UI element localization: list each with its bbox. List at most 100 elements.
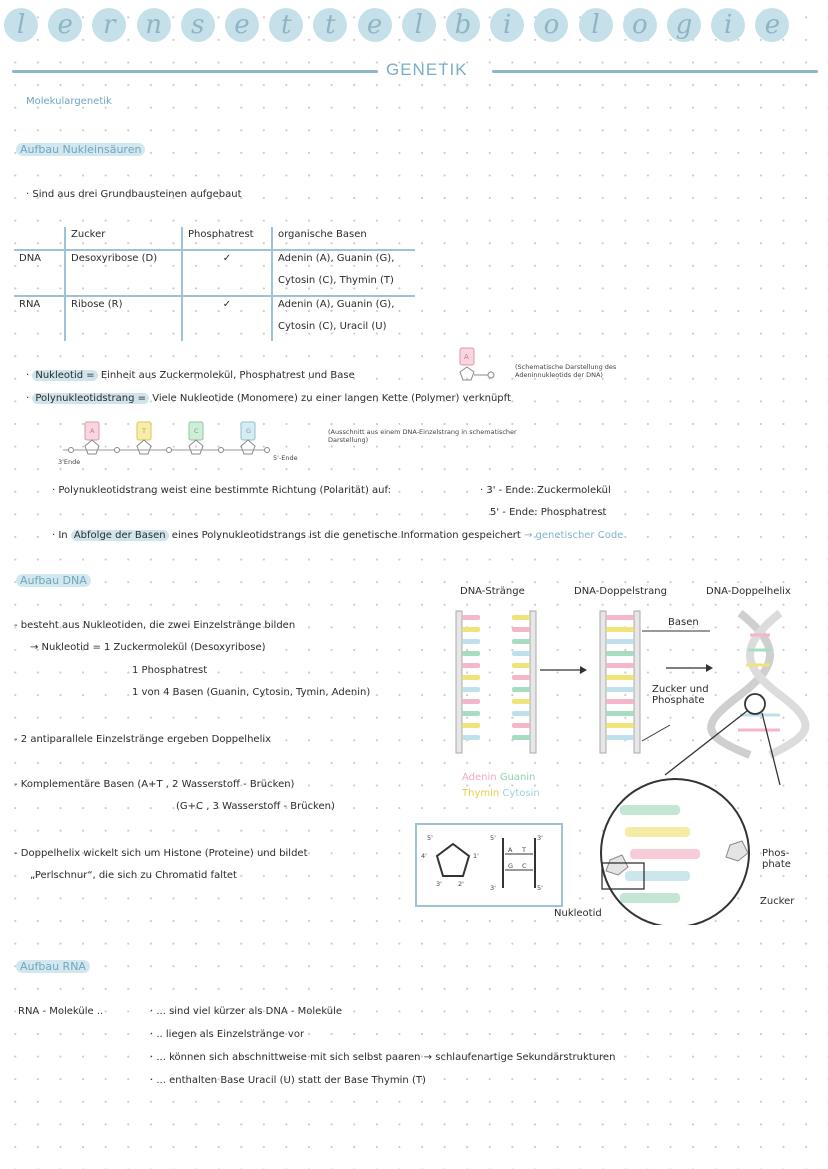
header-circle bbox=[755, 8, 790, 42]
page-title: GENETIK bbox=[386, 60, 468, 79]
label-zucker: Zucker bbox=[760, 896, 795, 907]
polynukleotid-def: Viele Nukleotide (Monomere) zu einer lan… bbox=[152, 393, 511, 404]
header-circle bbox=[136, 8, 171, 42]
strand-label: 5' bbox=[537, 884, 543, 892]
strand-label: 3' bbox=[537, 834, 543, 842]
label-dna-doppelstrang: DNA-Doppelstrang bbox=[574, 586, 667, 597]
row-empty bbox=[64, 273, 182, 297]
nukleotid-def: Einheit aus Zuckermolekül, Phosphatrest … bbox=[100, 370, 355, 381]
rna-item: · ... können sich abschnittweise mit sic… bbox=[150, 1052, 616, 1063]
pair-label-t: T bbox=[522, 846, 526, 854]
arrow-head bbox=[580, 666, 587, 674]
base-box bbox=[459, 347, 475, 366]
richtung-text: · Polynukleotidstrang weist eine bestimm… bbox=[52, 485, 392, 496]
legend-adenin: Adenin bbox=[462, 772, 497, 783]
row-sugar: Ribose (R) bbox=[64, 296, 182, 319]
table-row: DNA Desoxyribose (D) ✓ Adenin (A), Guani… bbox=[14, 250, 415, 273]
strand-schematic bbox=[63, 421, 270, 455]
header-circle bbox=[269, 8, 304, 42]
header-letter: s bbox=[191, 10, 205, 40]
strand-nucleotide-g bbox=[240, 421, 256, 455]
info-highlight: Abfolge der Basen bbox=[70, 530, 169, 541]
pentagon-label-3: 3' bbox=[436, 880, 442, 888]
strand-label: 5' bbox=[490, 834, 496, 842]
row-sugar: Desoxyribose (D) bbox=[64, 250, 182, 273]
table-header-row: Zucker Phosphatrest organische Basen bbox=[14, 227, 415, 251]
pentagon-label-4: 4' bbox=[421, 852, 427, 860]
polynukleotid-term: Polynukleotidstrang = bbox=[32, 393, 150, 404]
label-basen: Basen bbox=[668, 617, 699, 628]
header-letter: i bbox=[724, 10, 733, 40]
subtitle: Molekulargenetik bbox=[26, 96, 112, 107]
row-label: DNA bbox=[19, 253, 42, 264]
table-header-cell: Zucker bbox=[64, 227, 182, 251]
rna-item: · .. liegen als Einzelstränge vor bbox=[150, 1029, 305, 1040]
label-phosphate: Phos-phate bbox=[762, 848, 791, 870]
base-letter: A bbox=[464, 353, 469, 361]
header-circle bbox=[578, 8, 613, 42]
header-letter: g bbox=[675, 10, 693, 40]
header-letter: e bbox=[366, 10, 383, 40]
table-header-cell: organische Basen bbox=[271, 227, 415, 251]
dna-line-5: - 2 antiparallele Einzelstränge ergeben … bbox=[14, 734, 272, 745]
nukleotid-note: (Schematische Darstellung des Adeninnukl… bbox=[515, 363, 617, 379]
header-letter: n bbox=[145, 10, 162, 40]
section-heading-nukleinsaeuren: Aufbau Nukleinsäuren bbox=[16, 143, 146, 156]
nukleotid-term: Nukleotid = bbox=[32, 370, 98, 381]
header-circle bbox=[622, 8, 657, 42]
polynukleotid-definition: · Polynukleotidstrang = Viele Nukleotide… bbox=[26, 393, 511, 404]
deoxyribose-pentagon bbox=[435, 842, 471, 877]
table-header-empty bbox=[14, 227, 65, 251]
dna-line-9: „Perlschnur“, die sich zu Chromatid falt… bbox=[30, 870, 237, 881]
header-circle bbox=[490, 8, 525, 42]
table-row: RNA Ribose (R) ✓ Adenin (A), Guanin (G), bbox=[14, 296, 415, 319]
pentagon-label-1: 1' bbox=[473, 852, 479, 860]
header-letter: l bbox=[16, 10, 26, 40]
row-bases: Adenin (A), Guanin (G), bbox=[271, 296, 415, 319]
row-bases: Cytosin (C), Uracil (U) bbox=[271, 319, 415, 341]
label-nukleotid: Nukleotid bbox=[554, 908, 602, 919]
intro-text: · Sind aus drei Grundbausteinen aufgebau… bbox=[26, 189, 242, 200]
header-letter: l bbox=[591, 10, 600, 40]
nucleic-acid-table: Zucker Phosphatrest organische Basen DNA… bbox=[14, 227, 415, 341]
nukleotid-definition: · Nukleotid = Einheit aus Zuckermolekül,… bbox=[26, 370, 355, 381]
header-circle bbox=[92, 8, 127, 42]
single-strand-left bbox=[455, 610, 480, 754]
row-phosphate-check: ✓ bbox=[181, 250, 272, 273]
dna-line-7: (G+C , 3 Wasserstoff - Brücken) bbox=[176, 801, 335, 812]
double-strand bbox=[599, 610, 641, 754]
phosphate-circle bbox=[68, 447, 74, 453]
info-line: · In Abfolge der Basen eines Polynukleot… bbox=[52, 530, 623, 541]
strand-end-3: 3'Ende bbox=[58, 458, 81, 466]
label-dna-straenge: DNA-Stränge bbox=[460, 586, 525, 597]
phosphate-circle bbox=[114, 447, 120, 453]
header-circle bbox=[711, 8, 746, 42]
strand-label-c: C bbox=[194, 427, 199, 435]
info-post: eines Polynukleotidstrangs ist die genet… bbox=[171, 530, 521, 541]
header-letter: t bbox=[280, 10, 292, 40]
strand-nucleotide-c bbox=[188, 421, 204, 455]
header-circle bbox=[401, 8, 436, 42]
pentagon-label-5: 5' bbox=[427, 834, 433, 842]
table-row: Cytosin (C), Thymin (T) bbox=[14, 273, 415, 297]
zoom-circle-small bbox=[744, 693, 766, 715]
strand-nucleotide-t bbox=[136, 421, 152, 455]
strand-note: (Ausschnitt aus einem DNA-Einzelstrang i… bbox=[328, 428, 517, 444]
dna-line-1: - besteht aus Nukleotiden, die zwei Einz… bbox=[14, 620, 296, 631]
row-empty bbox=[181, 319, 272, 341]
info-pre: · In bbox=[52, 530, 68, 541]
legend-cytosin: Cytosin bbox=[502, 788, 540, 799]
section-heading-dna: Aufbau DNA bbox=[16, 574, 91, 587]
dna-line-2: → Nukleotid = 1 Zuckermolekül (Desoxyrib… bbox=[30, 642, 266, 653]
header-circle bbox=[225, 8, 259, 42]
dna-structure-diagram bbox=[455, 609, 810, 925]
header-circle bbox=[313, 8, 348, 42]
header-letter: e bbox=[764, 10, 781, 40]
strand-label-a: A bbox=[90, 427, 95, 435]
header-letter: b bbox=[454, 10, 472, 40]
richtung-3-end: · 3' - Ende: Zuckermolekül bbox=[480, 485, 611, 496]
row-phosphate-check: ✓ bbox=[181, 296, 272, 319]
rna-item: · ... sind viel kürzer als DNA - Molekül… bbox=[150, 1006, 343, 1017]
table-header-cell: Phosphatrest bbox=[181, 227, 272, 251]
